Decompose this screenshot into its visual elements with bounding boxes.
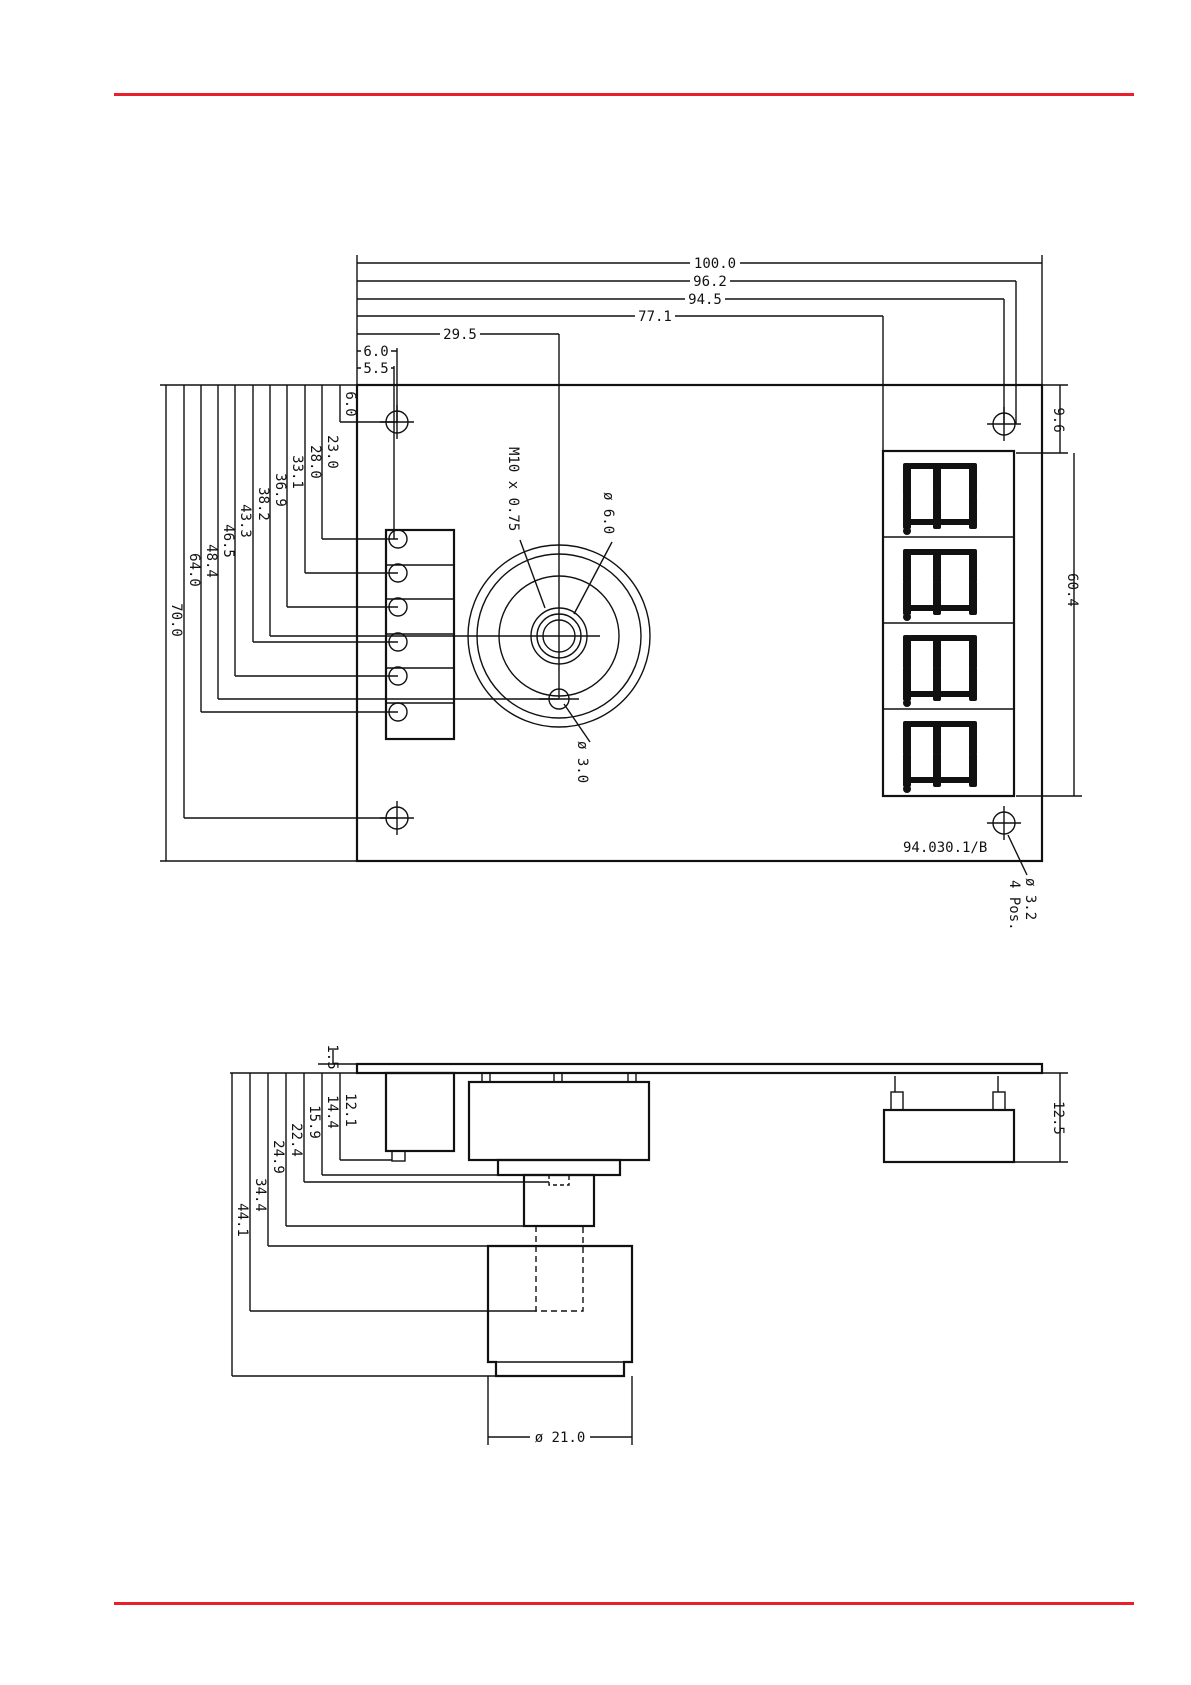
- connector-side: [386, 1073, 454, 1151]
- dim-23-0: 23.0: [324, 435, 340, 469]
- dim-14-4: 14.4: [324, 1095, 340, 1129]
- digit-segment: [909, 691, 973, 697]
- encoder-flange: [498, 1160, 620, 1175]
- shaft-hidden-top: [549, 1175, 569, 1185]
- dim-6-0-width: 6.0: [363, 344, 388, 360]
- dim-22-4: 22.4: [288, 1123, 304, 1157]
- dim-28-0: 28.0: [307, 445, 323, 479]
- knob-diameter-label: ø 21.0: [535, 1430, 586, 1446]
- dim-100-0: 100.0: [694, 256, 736, 272]
- encoder: [398, 334, 650, 742]
- height-dimension-lines: [160, 385, 559, 861]
- dim-6-0-height: 6.0: [342, 391, 358, 416]
- mount-hole-count-label: 4 Pos.: [1006, 880, 1022, 931]
- dim-5-5: 5.5: [363, 361, 388, 377]
- display-digit: [903, 549, 977, 621]
- thread-label: M10 x 0.75: [505, 447, 521, 531]
- dim-15-9: 15.9: [306, 1105, 322, 1139]
- dim-34-4: 34.4: [252, 1178, 268, 1212]
- digit-segment: [909, 605, 973, 611]
- top-view: 100.0 96.2 94.5 77.1 29.5 6.0 5.5: [160, 255, 1082, 931]
- display-digit: [903, 635, 977, 707]
- digit-segment: [909, 519, 973, 525]
- dim-12-5: 12.5: [1050, 1101, 1066, 1135]
- dim-29-5: 29.5: [443, 327, 477, 343]
- dim-9-6: 9.6: [1050, 407, 1066, 432]
- height-dimension-labels: 70.0 64.0 48.4 46.5 43.3 38.2 36.9 33.1 …: [168, 391, 358, 637]
- pcb-side: [357, 1064, 1042, 1073]
- dim-77-1: 77.1: [638, 309, 672, 325]
- digit-decimal-point: [903, 527, 911, 535]
- encoder-pin: [554, 1073, 562, 1082]
- dim-60-4: 60.4: [1064, 573, 1080, 607]
- digit-segment: [909, 721, 973, 727]
- mount-hole-diameter-label: ø 3.2: [1022, 878, 1038, 920]
- encoder-body-side: [469, 1082, 649, 1160]
- dim-36-9: 36.9: [272, 473, 288, 507]
- dim-38-2: 38.2: [255, 487, 271, 521]
- dim-24-9: 24.9: [270, 1140, 286, 1174]
- part-number: 94.030.1/B: [903, 840, 987, 856]
- display-module: [883, 451, 1014, 796]
- dim-48-4: 48.4: [203, 544, 219, 578]
- dim-64-0: 64.0: [186, 553, 202, 587]
- shaft-hidden: [536, 1226, 583, 1311]
- display-digit: [903, 721, 977, 793]
- dim-46-5: 46.5: [220, 524, 236, 558]
- mount-hole-leader: [1008, 835, 1027, 875]
- dim-70-0: 70.0: [168, 603, 184, 637]
- digit-decimal-point: [903, 613, 911, 621]
- connector-block: [386, 530, 454, 739]
- digit-segment: [909, 777, 973, 783]
- digit-segment: [909, 463, 973, 469]
- display-digit: [903, 463, 977, 535]
- connector-pin: [392, 1151, 405, 1161]
- display-pin: [891, 1092, 903, 1110]
- dim-12-1: 12.1: [342, 1093, 358, 1127]
- encoder-pin: [482, 1073, 490, 1082]
- dim-94-5: 94.5: [688, 292, 722, 308]
- dim-44-1: 44.1: [234, 1203, 250, 1237]
- dim-1-5: 1.5: [324, 1044, 340, 1069]
- display-pin: [993, 1092, 1005, 1110]
- side-view: 44.1 34.4 24.9 22.4 15.9 14.4 12.1 1.5 1…: [230, 1044, 1068, 1446]
- dim-33-1: 33.1: [289, 455, 305, 489]
- digit-segment: [909, 549, 973, 555]
- dim-96-2: 96.2: [693, 274, 727, 290]
- digit-decimal-point: [903, 785, 911, 793]
- display-side: [884, 1110, 1014, 1162]
- encoder-pin: [628, 1073, 636, 1082]
- digit-decimal-point: [903, 699, 911, 707]
- dim-43-3: 43.3: [237, 504, 253, 538]
- shaft-diameter-label: ø 6.0: [600, 492, 616, 534]
- mount-hole: [987, 806, 1021, 840]
- pin-hole-diameter-label: ø 3.0: [574, 741, 590, 783]
- digit-segment: [909, 635, 973, 641]
- side-left-dimension-lines: [230, 1050, 549, 1376]
